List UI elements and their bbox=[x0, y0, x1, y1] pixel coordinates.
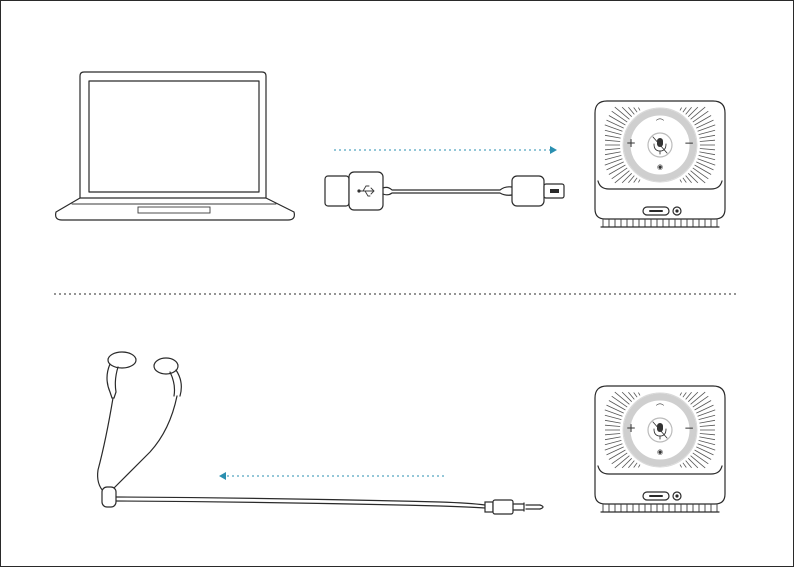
usb-cable bbox=[325, 172, 564, 210]
minus-icon[interactable]: − bbox=[684, 421, 694, 435]
plus-icon[interactable]: + bbox=[626, 421, 636, 435]
speakerphone-top: + − ⌒ ◉ bbox=[595, 101, 725, 227]
inline-remote bbox=[102, 487, 116, 507]
minus-icon[interactable]: − bbox=[684, 136, 694, 150]
plus-icon[interactable]: + bbox=[626, 136, 636, 150]
phone-icon[interactable]: ⌒ bbox=[656, 119, 664, 128]
bluetooth-icon[interactable]: ◉ bbox=[657, 163, 663, 171]
phone-icon[interactable]: ⌒ bbox=[656, 404, 664, 413]
speakerphone-bottom: + − ⌒ ◉ bbox=[595, 386, 725, 512]
laptop bbox=[56, 72, 295, 220]
bluetooth-icon[interactable]: ◉ bbox=[657, 448, 663, 456]
earphones bbox=[98, 352, 543, 514]
